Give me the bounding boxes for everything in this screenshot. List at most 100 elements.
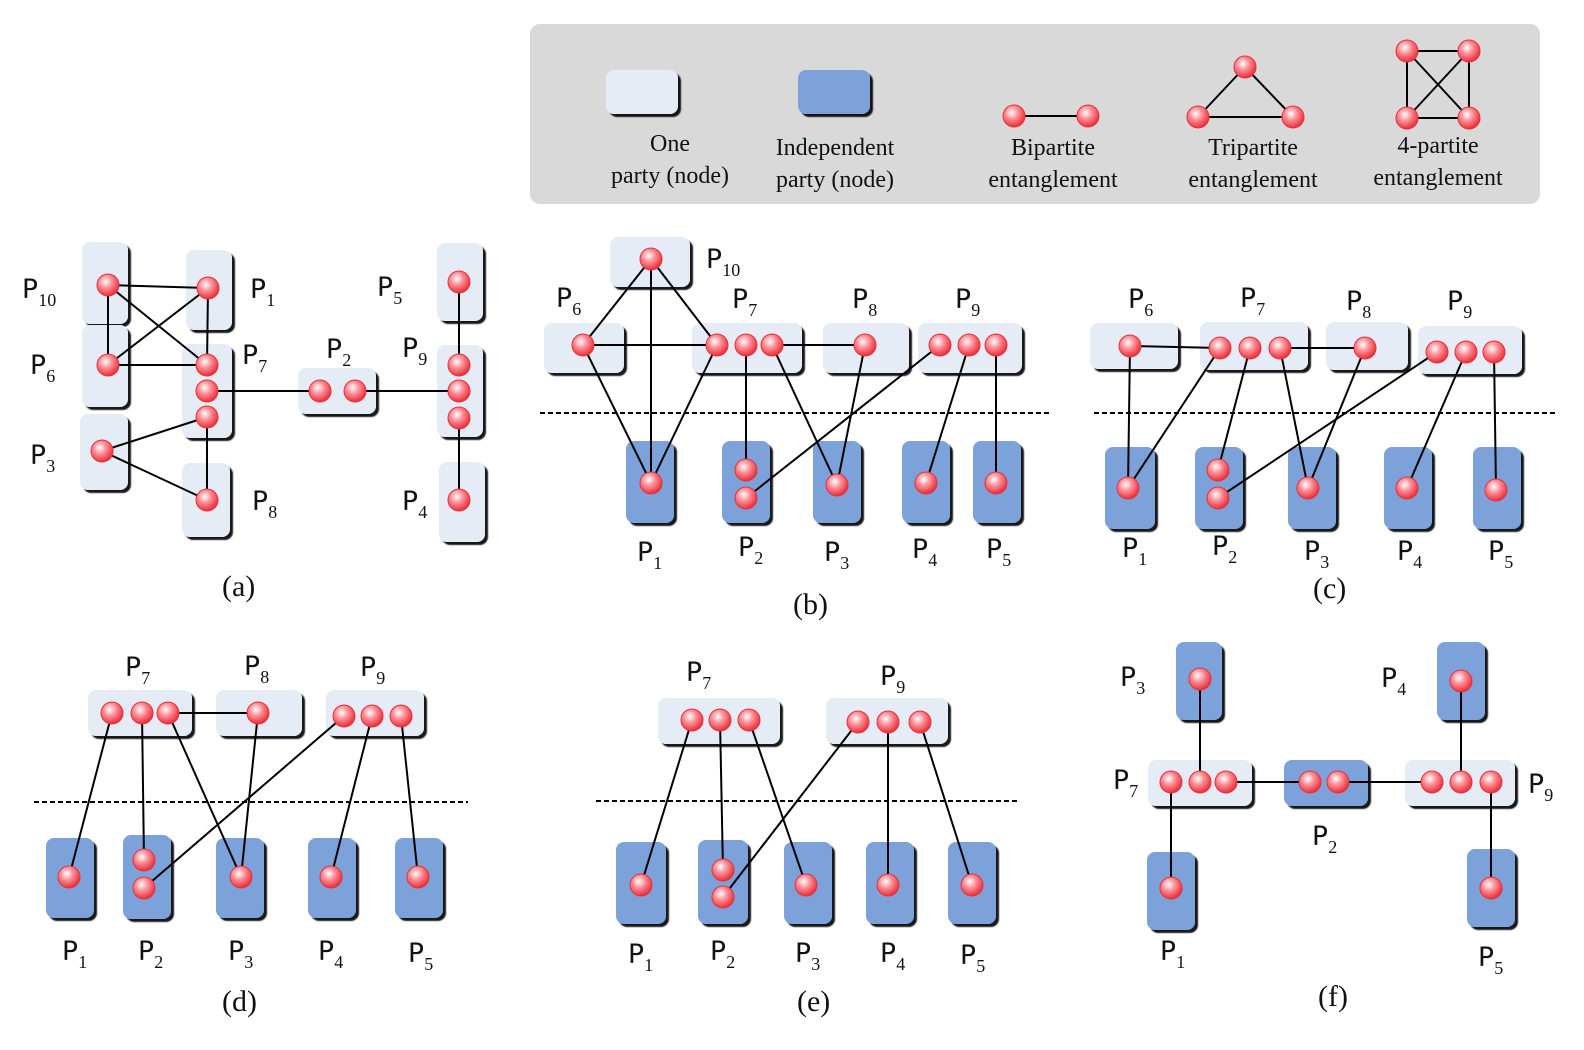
party-label: P1 <box>62 936 87 972</box>
qubit <box>1482 340 1506 364</box>
party-index: 7 <box>141 668 150 688</box>
party-index: 8 <box>1362 302 1371 322</box>
party-label: P9 <box>360 652 385 688</box>
party-index: 5 <box>424 954 433 974</box>
party-letter: P <box>22 274 38 305</box>
party-label: P3 <box>30 440 55 476</box>
party-label: P3 <box>824 537 849 573</box>
entanglement-link <box>68 712 113 878</box>
party-node <box>298 368 376 414</box>
qubit <box>1159 876 1183 900</box>
legend-text-line: entanglement <box>1373 165 1503 192</box>
qubit <box>90 439 114 463</box>
qubit <box>908 710 932 734</box>
qubit <box>794 873 818 897</box>
qubit <box>96 353 120 377</box>
party-letter: P <box>244 651 260 682</box>
entanglement-link <box>640 719 693 886</box>
party-label: P4 <box>880 938 905 974</box>
party-index: 3 <box>244 952 253 972</box>
party-index: 5 <box>976 956 985 976</box>
party-index: 1 <box>1138 549 1147 569</box>
party-index: 3 <box>46 456 55 476</box>
entanglement-link <box>1127 347 1221 489</box>
qubit <box>928 333 952 357</box>
qubit <box>100 701 124 725</box>
qubit <box>195 379 219 403</box>
qubit <box>1449 669 1473 693</box>
qubit <box>1296 476 1320 500</box>
qubit <box>1457 39 1481 63</box>
party-label: P4 <box>912 534 937 570</box>
party-index: 6 <box>46 366 55 386</box>
legend-text-line: Tripartite <box>1208 135 1298 161</box>
party-letter: P <box>1304 536 1320 567</box>
qubit <box>406 865 430 889</box>
party-letter: P <box>686 657 702 688</box>
party-index: 9 <box>376 668 385 688</box>
party-label: P8 <box>244 651 269 687</box>
party-label: P5 <box>1478 942 1503 978</box>
party-letter: P <box>912 534 928 565</box>
qubit <box>132 876 156 900</box>
legend-text-line: Independent <box>775 135 895 161</box>
qubit <box>734 458 758 482</box>
qubit <box>156 701 180 725</box>
caption-d: (d) <box>222 985 257 1018</box>
party-index: 5 <box>1002 550 1011 570</box>
qubit <box>960 873 984 897</box>
party-label: P4 <box>1397 536 1422 572</box>
party-letter: P <box>732 284 748 315</box>
entanglement-link <box>650 258 718 346</box>
party-index: 4 <box>928 550 937 570</box>
legend-label-4-partite: 4-partite entanglement <box>1338 130 1538 195</box>
entanglement-link <box>1217 347 1251 471</box>
party-label: P6 <box>556 283 581 319</box>
party-index: 10 <box>722 260 740 280</box>
qubit <box>195 405 219 429</box>
party-letter: P <box>377 272 393 303</box>
party-index: 8 <box>868 300 877 320</box>
legend-label-tripartite: Tripartite entanglement <box>1153 132 1353 197</box>
entanglement-link <box>206 287 209 366</box>
legend-text-line: Bipartite <box>1011 135 1095 161</box>
qubit <box>1118 334 1142 358</box>
party-index: 5 <box>1504 552 1513 572</box>
party-letter: P <box>795 938 811 969</box>
qubit <box>1206 458 1230 482</box>
party-letter: P <box>1381 663 1397 694</box>
party-letter: P <box>1528 769 1544 800</box>
entanglement-link <box>1129 345 1221 349</box>
qubit <box>1454 340 1478 364</box>
entanglement-link <box>1127 345 1131 489</box>
party-label: P7 <box>1240 283 1265 319</box>
party-letter: P <box>1128 284 1144 315</box>
party-index: 1 <box>78 952 87 972</box>
party-letter: P <box>402 486 418 517</box>
legend-text-line: entanglement <box>1188 167 1318 194</box>
party-index: 9 <box>1463 302 1472 322</box>
party-letter: P <box>1160 936 1176 967</box>
party-index: 3 <box>840 553 849 573</box>
party-index: 3 <box>1320 552 1329 572</box>
party-label: P3 <box>1120 662 1145 698</box>
caption-e: (e) <box>797 985 831 1018</box>
entanglement-link <box>919 721 973 886</box>
party-index: 8 <box>260 667 269 687</box>
party-letter: P <box>62 936 78 967</box>
party-index: 1 <box>653 553 662 573</box>
party-label: P6 <box>30 350 55 386</box>
caption-a: (a) <box>222 570 256 603</box>
party-index: 7 <box>702 673 711 693</box>
qubits <box>57 39 1508 909</box>
legend-text-line: 4-partite <box>1397 133 1479 159</box>
party-index: 4 <box>418 502 427 522</box>
party-letter: P <box>1397 536 1413 567</box>
party-letter: P <box>556 283 572 314</box>
qubit <box>914 471 938 495</box>
entanglement-link <box>650 344 718 484</box>
qubit <box>984 333 1008 357</box>
qubit <box>1206 486 1230 510</box>
entanglement-link <box>143 715 345 889</box>
qubit <box>1116 476 1140 500</box>
